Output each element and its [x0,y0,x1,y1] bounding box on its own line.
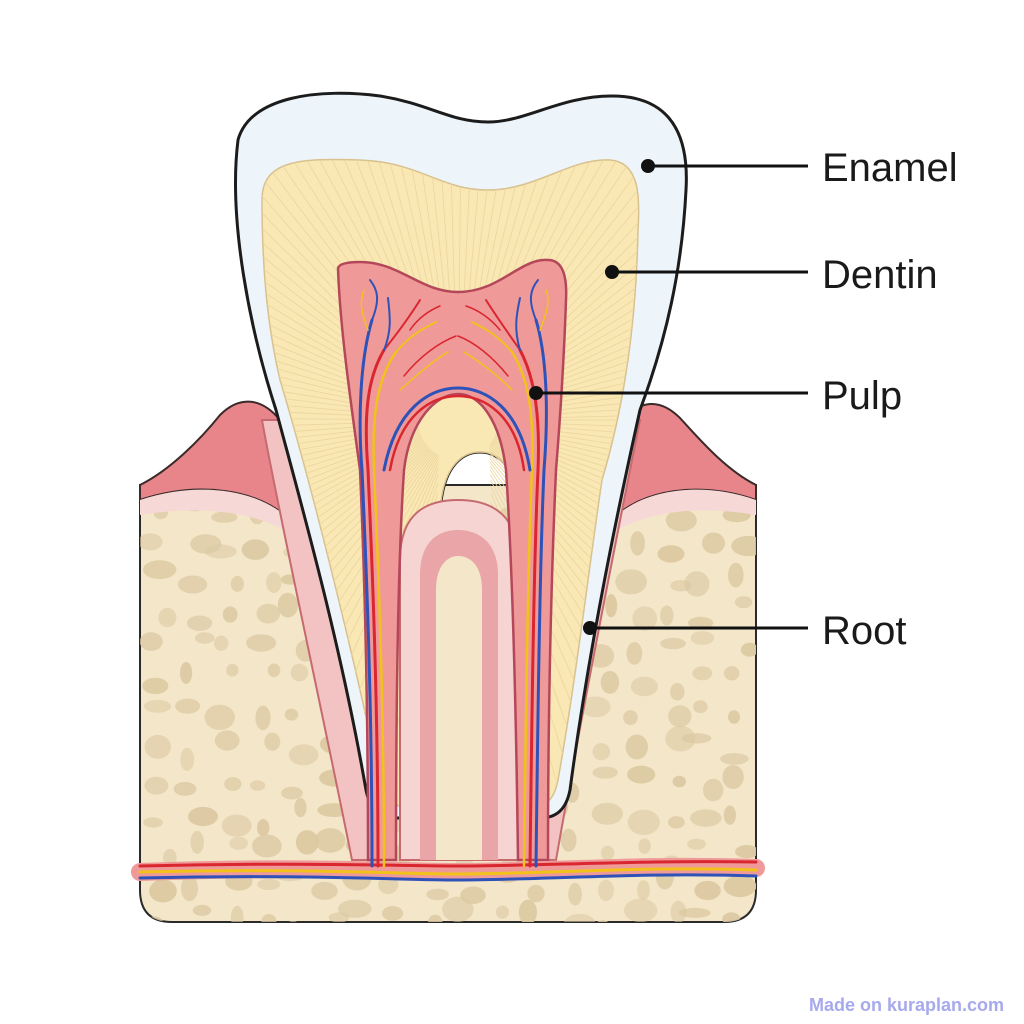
pulp-dot [529,386,543,400]
label-dots [529,159,655,635]
enamel-label: Enamel [822,146,958,190]
dentin-label: Dentin [822,253,938,297]
watermark: Made on kuraplan.com [808,995,1004,1015]
enamel-dot [641,159,655,173]
root-dot [583,621,597,635]
blood-vessels-and-nerves [131,279,765,882]
label-leaders [536,164,808,630]
inter-root-septum [399,498,519,861]
pulp-label: Pulp [822,374,902,418]
pulp-chamber [336,258,568,862]
gum-tissue [139,400,757,540]
dentin-dot [605,265,619,279]
root-label: Root [822,609,907,653]
